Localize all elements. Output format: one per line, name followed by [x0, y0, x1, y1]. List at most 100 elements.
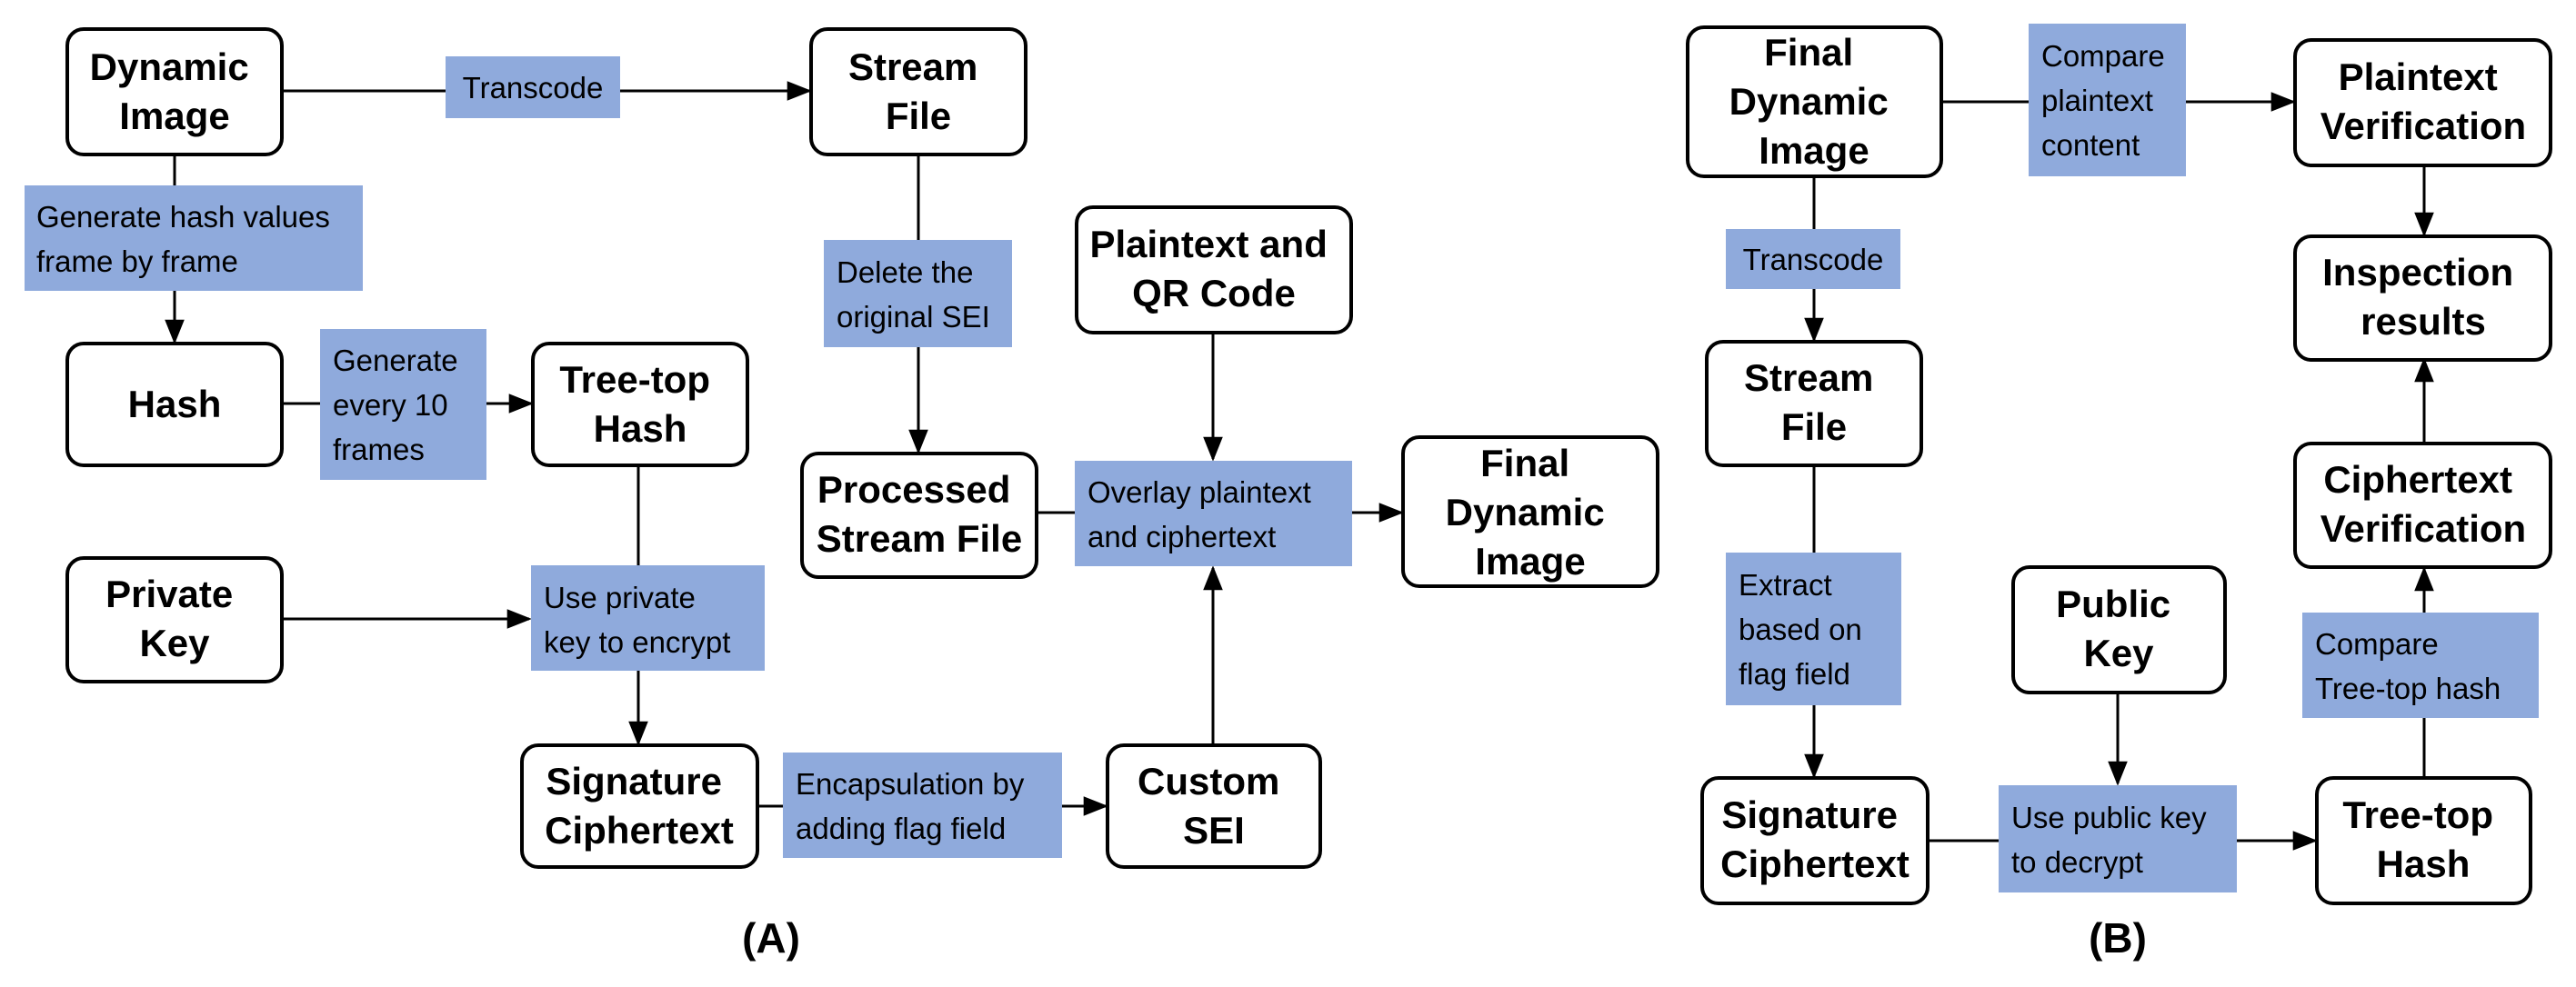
- svg-text:Tree-top Hash: Tree-top Hash: [559, 358, 720, 450]
- svg-text:Compare plaintext: Compare plaintext content: [2041, 39, 2173, 162]
- label-encrypt-line-2: key to encrypt: [544, 625, 730, 659]
- node-signature-ciphertext-line-2: Ciphertext: [545, 809, 734, 852]
- node-ciphertext-verification-line-2: Verification: [2320, 507, 2526, 550]
- node-final-dynamic-image-line-1: Final: [1480, 442, 1569, 484]
- label-extract-flag-field: Extract based on flag field: [1726, 553, 1901, 705]
- node-processed-stream-file: Processed Stream File: [800, 452, 1038, 579]
- svg-text:Ciphertext Verificat: Ciphertext Verification: [2320, 458, 2526, 550]
- node-dynamic-image-line-1: Dynamic: [90, 45, 249, 88]
- svg-text:Hash: Hash: [128, 383, 222, 425]
- node-b-final-line-3: Image: [1759, 129, 1869, 172]
- label-encapsulation-line-2: adding flag field: [796, 812, 1006, 845]
- label-compare-plaintext-content: Compare plaintext content: [2029, 24, 2186, 176]
- node-hash-line-1: Hash: [128, 383, 222, 425]
- svg-text:Delete the original: Delete the original SEI: [837, 255, 990, 334]
- node-b-treetop-line-2: Hash: [2377, 842, 2471, 885]
- label-generate-hash-line-1: Generate hash values: [36, 200, 330, 234]
- label-delete-original-sei: Delete the original SEI: [824, 240, 1012, 347]
- node-custom-sei-line-2: SEI: [1183, 809, 1245, 852]
- node-b-stream-file: Stream File: [1705, 340, 1923, 467]
- label-extract-line-1: Extract: [1739, 568, 1832, 602]
- svg-text:Extract based on: Extract based on flag field: [1739, 568, 1870, 691]
- svg-text:Inspection results: Inspection results: [2322, 251, 2524, 343]
- node-signature-ciphertext: Signature Ciphertext: [520, 743, 759, 869]
- node-public-key: Public Key: [2011, 565, 2227, 694]
- label-encrypt-line-1: Use private: [544, 581, 696, 614]
- node-public-key-line-1: Public: [2056, 583, 2170, 625]
- node-b-signature-ciphertext: Signature Ciphertext: [1700, 776, 1929, 905]
- panel-b: Final Dynamic Image Plaintext Verificati…: [1686, 24, 2552, 962]
- label-generate-hash-line-2: frame by frame: [36, 244, 238, 278]
- label-encapsulation-flag-field: Encapsulation by adding flag field: [783, 753, 1062, 858]
- label-compare-plaintext-line-1: Compare: [2041, 39, 2165, 73]
- node-b-tree-top-hash: Tree-top Hash: [2315, 776, 2532, 905]
- svg-text:Public Key: Public Key: [2056, 583, 2181, 674]
- node-final-dynamic-image-line-2: Dynamic: [1446, 491, 1605, 533]
- svg-text:Generate every 10: Generate every 10 frames: [333, 344, 466, 466]
- svg-text:Final Dynamic: Final Dynamic Image: [1446, 442, 1616, 583]
- node-tree-top-hash-line-2: Hash: [594, 407, 687, 450]
- node-processed-stream-line-1: Processed: [817, 468, 1010, 511]
- label-transcode-line-1: Transcode: [463, 71, 604, 105]
- node-final-dynamic-image-line-3: Image: [1475, 540, 1585, 583]
- node-ciphertext-verification: Ciphertext Verification: [2293, 442, 2552, 569]
- node-b-stream-line-2: File: [1781, 405, 1847, 448]
- node-final-dynamic-image: Final Dynamic Image: [1401, 435, 1659, 588]
- label-compare-tree-top-hash: Compare Tree-top hash: [2302, 613, 2539, 718]
- node-custom-sei: Custom SEI: [1106, 743, 1322, 869]
- svg-text:Signature Ciphertext: Signature Ciphertext: [1720, 793, 1909, 885]
- svg-text:Dynamic Image: Dynamic Image: [90, 45, 260, 137]
- label-use-public-key-decrypt: Use public key to decrypt: [1999, 785, 2237, 892]
- label-overlay-line-2: and ciphertext: [1088, 520, 1276, 553]
- node-stream-file-line-1: Stream: [848, 45, 977, 88]
- label-every-10-line-2: every 10: [333, 388, 448, 422]
- svg-text:Signature Ciphertext: Signature Ciphertext: [545, 760, 734, 852]
- node-tree-top-hash: Tree-top Hash: [531, 342, 749, 467]
- svg-text:Transcode: Transcode: [463, 71, 604, 105]
- label-transcode: Transcode: [446, 56, 620, 118]
- node-b-signature-line-1: Signature: [1721, 793, 1898, 836]
- label-generate-every-10-frames: Generate every 10 frames: [320, 329, 486, 480]
- label-b-transcode-line-1: Transcode: [1743, 243, 1884, 276]
- panel-b-labels: Compare plaintext content Transcode Extr…: [1726, 24, 2539, 892]
- label-compare-tree-line-1: Compare: [2315, 627, 2439, 661]
- panel-a: Dynamic Image Stream File Hash: [25, 27, 1659, 962]
- label-decrypt-line-1: Use public key: [2011, 801, 2207, 834]
- node-b-treetop-line-1: Tree-top: [2342, 793, 2493, 836]
- svg-text:Tree-top Hash: Tree-top Hash: [2342, 793, 2503, 885]
- panel-b-caption: (B): [2089, 914, 2147, 962]
- svg-text:Encapsulation by add: Encapsulation by adding flag field: [796, 767, 1033, 845]
- node-dynamic-image-line-2: Image: [119, 95, 229, 137]
- node-private-key-line-2: Key: [139, 622, 210, 664]
- svg-text:Final Dynamic: Final Dynamic Image: [1729, 31, 1899, 172]
- node-private-key-line-1: Private: [105, 573, 233, 615]
- node-dynamic-image: Dynamic Image: [65, 27, 284, 156]
- node-signature-ciphertext-line-1: Signature: [546, 760, 722, 803]
- panel-a-labels: Transcode Generate hash values frame by …: [25, 56, 1352, 858]
- svg-text:Use private key to e: Use private key to encrypt: [544, 581, 730, 659]
- label-generate-hash-values: Generate hash values frame by frame: [25, 185, 363, 291]
- node-inspection-results-line-2: results: [2360, 300, 2486, 343]
- label-compare-tree-line-2: Tree-top hash: [2315, 672, 2501, 705]
- label-delete-sei-line-2: original SEI: [837, 300, 990, 334]
- node-plaintext-qr-code: Plaintext and QR Code: [1075, 205, 1353, 334]
- label-extract-line-2: based on: [1739, 613, 1862, 646]
- panel-a-nodes: Dynamic Image Stream File Hash: [65, 27, 1659, 869]
- svg-text:Processed Stream Fil: Processed Stream File: [817, 468, 1022, 560]
- label-encapsulation-line-1: Encapsulation by: [796, 767, 1025, 801]
- svg-text:Compare Tree-top has: Compare Tree-top hash: [2315, 627, 2501, 705]
- svg-text:Plaintext and QR Cod: Plaintext and QR Code: [1089, 223, 1338, 314]
- svg-text:Stream File: Stream File: [848, 45, 988, 137]
- svg-text:Overlay plaintext an: Overlay plaintext and ciphertext: [1088, 475, 1319, 553]
- label-compare-plaintext-line-3: content: [2041, 128, 2140, 162]
- node-b-signature-line-2: Ciphertext: [1720, 842, 1909, 885]
- node-b-final-line-2: Dynamic: [1729, 80, 1889, 123]
- node-inspection-results: Inspection results: [2293, 234, 2552, 362]
- svg-text:Plaintext Verificati: Plaintext Verification: [2320, 55, 2526, 147]
- svg-text:Generate hash values: Generate hash values frame by frame: [36, 200, 338, 278]
- node-inspection-results-line-1: Inspection: [2322, 251, 2513, 294]
- node-plaintext-verification-line-2: Verification: [2320, 105, 2526, 147]
- label-use-private-key-encrypt: Use private key to encrypt: [531, 565, 765, 671]
- label-every-10-line-3: frames: [333, 433, 425, 466]
- node-stream-file-line-2: File: [886, 95, 951, 137]
